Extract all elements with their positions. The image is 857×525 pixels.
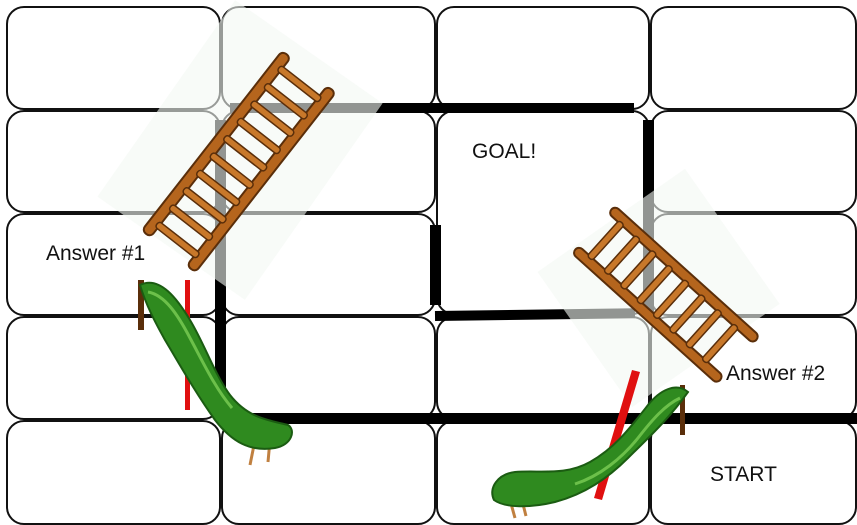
answer1-label: Answer #1: [46, 242, 145, 266]
goal-label: GOAL!: [472, 140, 536, 164]
answer2-label: Answer #2: [726, 362, 825, 386]
start-label: START: [710, 463, 777, 487]
